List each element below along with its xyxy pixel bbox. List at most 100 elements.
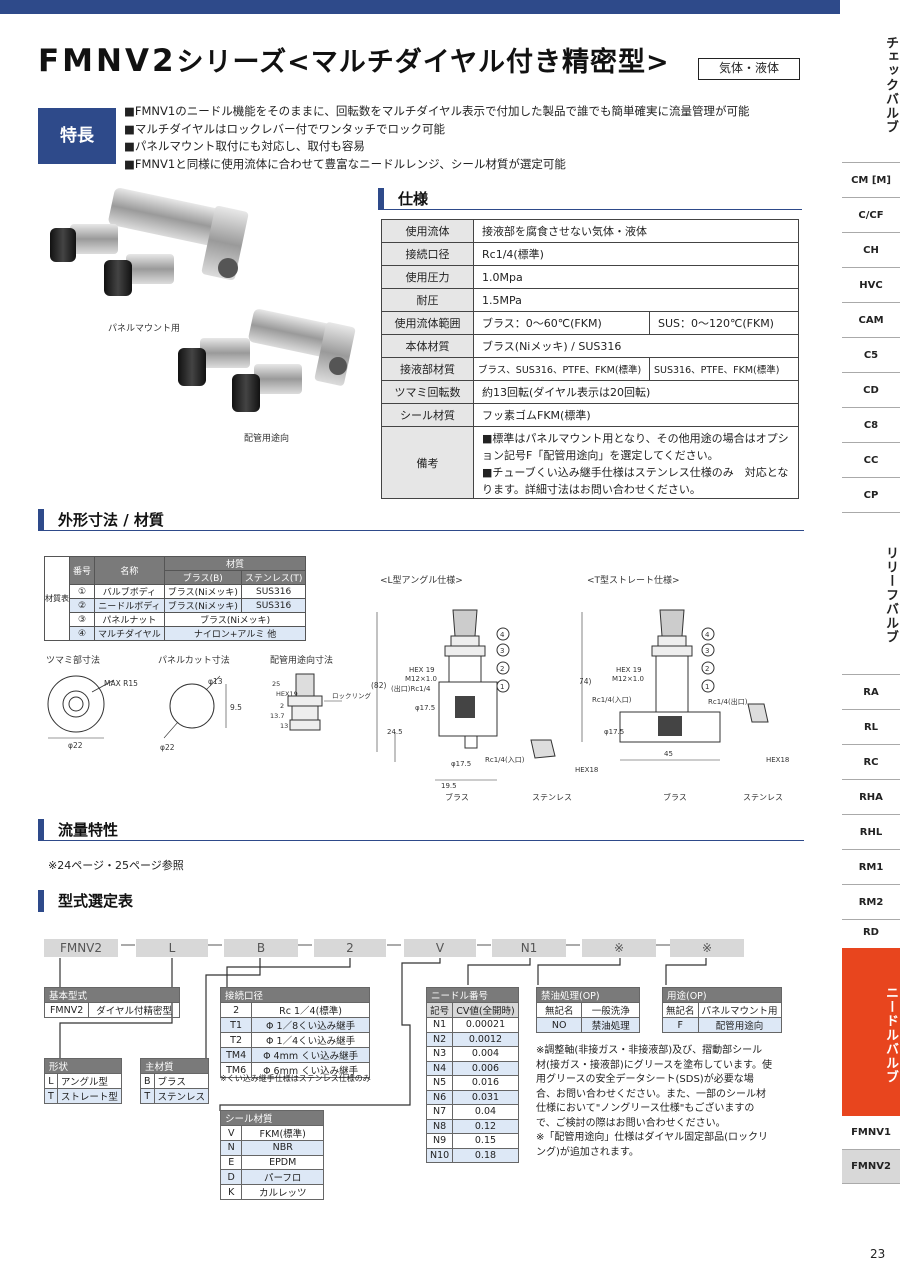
piping-dimension-caption: 配管用途向寸法	[270, 656, 334, 666]
sidebar-item-cp[interactable]: CP	[842, 478, 900, 513]
dimensions-heading: 外形寸法 / 材質	[38, 509, 804, 531]
spec-row: 使用流体範囲ブラス：0～60℃(FKM)SUS：0～120℃(FKM)	[381, 311, 799, 335]
sidebar-group-check-valve[interactable]: チェックバルブ	[883, 36, 898, 134]
svg-text:φ17.5: φ17.5	[451, 760, 471, 768]
photo-caption-panel: パネルマウント用	[108, 324, 181, 334]
model-box-port: 2	[314, 939, 386, 957]
l-type-drawing: 4 3 2 1 (82) HEX 19 M12×1.0 (出口)Rc1/4 φ1…	[371, 609, 598, 790]
page-title: FMNV2シリーズ<マルチダイヤル付き精密型>	[38, 43, 670, 79]
sidebar-item-rm2[interactable]: RM2	[842, 885, 900, 920]
sidebar-item-cm[interactable]: CM [M]	[842, 163, 900, 198]
svg-text:M12×1.0: M12×1.0	[405, 675, 437, 683]
svg-text:Rc1/4(入口): Rc1/4(入口)	[485, 756, 525, 764]
svg-text:φ22: φ22	[68, 741, 83, 750]
svg-text:2: 2	[705, 665, 709, 673]
spec-row: ツマミ回転数約13回転(ダイヤル表示は20回転)	[381, 380, 799, 404]
feature-item: ■FMNV1のニードル機能をそのままに、回転数をマルチダイヤル表示で付加した製品…	[124, 104, 750, 118]
model-box-needle: N1	[492, 939, 566, 957]
model-dash: ―	[208, 937, 222, 953]
spec-row: 使用流体接液部を腐食させない気体・液体	[381, 219, 799, 243]
sidebar-item-c5[interactable]: C5	[842, 338, 900, 373]
svg-text:HEX 19: HEX 19	[409, 666, 435, 674]
svg-text:1: 1	[705, 683, 709, 691]
sidebar-item-c-cf[interactable]: C/CF	[842, 198, 900, 233]
svg-text:HEX19: HEX19	[276, 690, 298, 698]
svg-text:13: 13	[280, 722, 288, 730]
model-box-shape: L	[136, 939, 208, 957]
sidebar-item-rm1[interactable]: RM1	[842, 850, 900, 885]
svg-text:φ22: φ22	[160, 743, 175, 752]
sidebar-item-cd[interactable]: CD	[842, 373, 900, 408]
svg-text:4: 4	[500, 631, 505, 639]
svg-text:3: 3	[705, 647, 709, 655]
sidebar-group-needle-valve[interactable]: ニードルバルブ	[883, 986, 898, 1084]
svg-text:ロックリング: ロックリング	[332, 691, 372, 700]
svg-text:M12×1.0: M12×1.0	[612, 675, 644, 683]
svg-text:19.5: 19.5	[441, 782, 457, 790]
panel-cut-drawing: φ13 φ22 9.5	[160, 675, 242, 752]
sidebar-item-hvc[interactable]: HVC	[842, 268, 900, 303]
model-box-base: FMNV2	[44, 939, 118, 957]
sidebar-item-rl[interactable]: RL	[842, 710, 900, 745]
svg-text:4: 4	[705, 631, 710, 639]
sidebar-item-rc[interactable]: RC	[842, 745, 900, 780]
svg-text:24.5: 24.5	[387, 728, 403, 736]
selection-note: ※調整軸(非接ガス・非接液部)及び、摺動部シール材(接ガス・接液部)にグリースを…	[536, 1045, 773, 1129]
svg-text:2: 2	[500, 665, 504, 673]
selection-heading: 型式選定表	[38, 890, 338, 912]
model-dash: ―	[298, 937, 312, 953]
selection-note: ※「配管用途向」仕様はダイヤル固定部品(ロックリング)が追加されます。	[536, 1132, 768, 1158]
spec-row: シール材質フッ素ゴムFKM(標準)	[381, 403, 799, 427]
spec-row: 本体材質ブラス(Niメッキ) / SUS316	[381, 334, 799, 358]
brass-caption-t: ブラス	[663, 793, 687, 802]
stainless-caption-t: ステンレス	[743, 793, 783, 802]
model-dash: ―	[387, 937, 401, 953]
feature-item: ■マルチダイヤルはロックレバー付でワンタッチでロック可能	[124, 121, 446, 136]
features-label: 特長	[38, 108, 116, 164]
l-type-caption: <L型アングル仕様>	[380, 576, 463, 586]
svg-text:25: 25	[272, 680, 280, 688]
sidebar-item-c8[interactable]: C8	[842, 408, 900, 443]
sidebar-item-rha[interactable]: RHA	[842, 780, 900, 815]
product-photos	[50, 188, 356, 412]
svg-text:(82): (82)	[371, 681, 386, 690]
svg-text:1: 1	[500, 683, 504, 691]
svg-text:MAX R15: MAX R15	[104, 679, 138, 688]
spec-row-notes: 備考 ■標準はパネルマウント用となり、その他用途の場合はオプション記号F「配管用…	[381, 426, 799, 499]
top-bar	[0, 0, 840, 14]
feature-item: ■FMNV1と同様に使用流体に合わせて豊富なニードルレンジ、シール材質が選定可能	[124, 156, 566, 171]
svg-text:(74): (74)	[580, 677, 591, 686]
panel-mount-valve-image	[50, 188, 249, 296]
sidebar-item-rhl[interactable]: RHL	[842, 815, 900, 850]
panel-cut-caption: パネルカット寸法	[158, 656, 230, 666]
svg-text:φ13: φ13	[208, 677, 223, 686]
sidebar-item-fmnv1[interactable]: FMNV1	[842, 1116, 900, 1150]
sidebar-item-ra[interactable]: RA	[842, 675, 900, 710]
sidebar-item-fmnv2[interactable]: FMNV2	[842, 1150, 900, 1184]
model-dash: ―	[121, 937, 135, 953]
spec-row: 接液部材質ブラス、SUS316、PTFE、FKM(標準)SUS316、PTFE、…	[381, 357, 799, 381]
sidebar-group-relief-valve[interactable]: リリーフバルブ	[883, 546, 898, 644]
sidebar-item-rd[interactable]: RD	[862, 927, 879, 938]
sidebar-item-ch[interactable]: CH	[842, 233, 900, 268]
sidebar-item-cam[interactable]: CAM	[842, 303, 900, 338]
svg-text:13.7: 13.7	[270, 712, 284, 720]
svg-text:φ17.5: φ17.5	[415, 704, 435, 712]
sidebar-item-cc[interactable]: CC	[842, 443, 900, 478]
model-box-seal: V	[404, 939, 476, 957]
